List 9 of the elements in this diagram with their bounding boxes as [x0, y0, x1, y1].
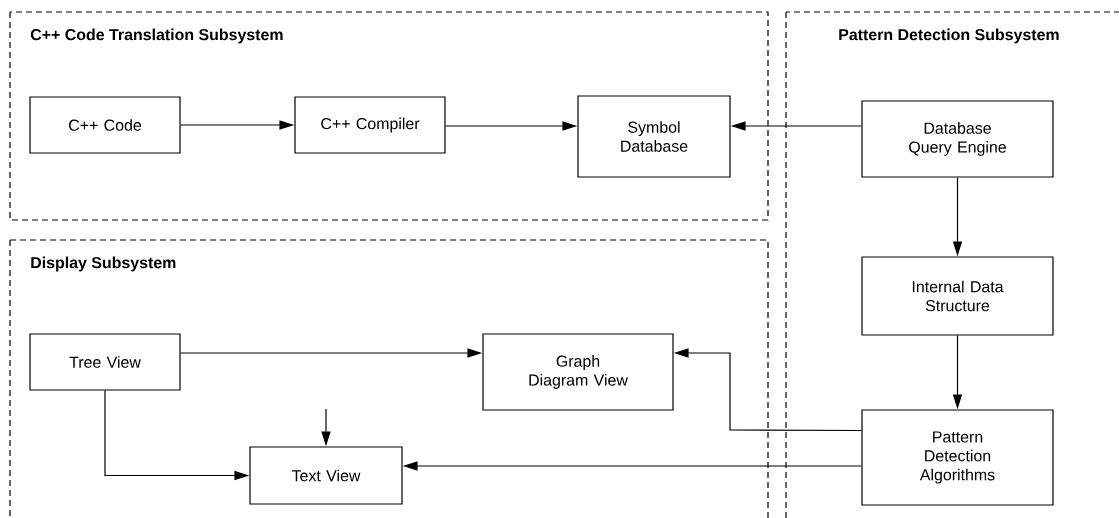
process-box: Tree View [29, 333, 181, 391]
process-box: Internal Data Structure [861, 256, 1054, 336]
process-box: Graph Diagram View [482, 333, 674, 411]
process-box: Text View [249, 446, 403, 505]
process-box: Database Query Engine [861, 100, 1054, 178]
process-box: C++ Code [29, 96, 181, 154]
process-box: Pattern Detection Algorithms [861, 409, 1054, 506]
process-box: C++ Compiler [294, 96, 446, 154]
process-box: Symbol Database [577, 95, 731, 178]
